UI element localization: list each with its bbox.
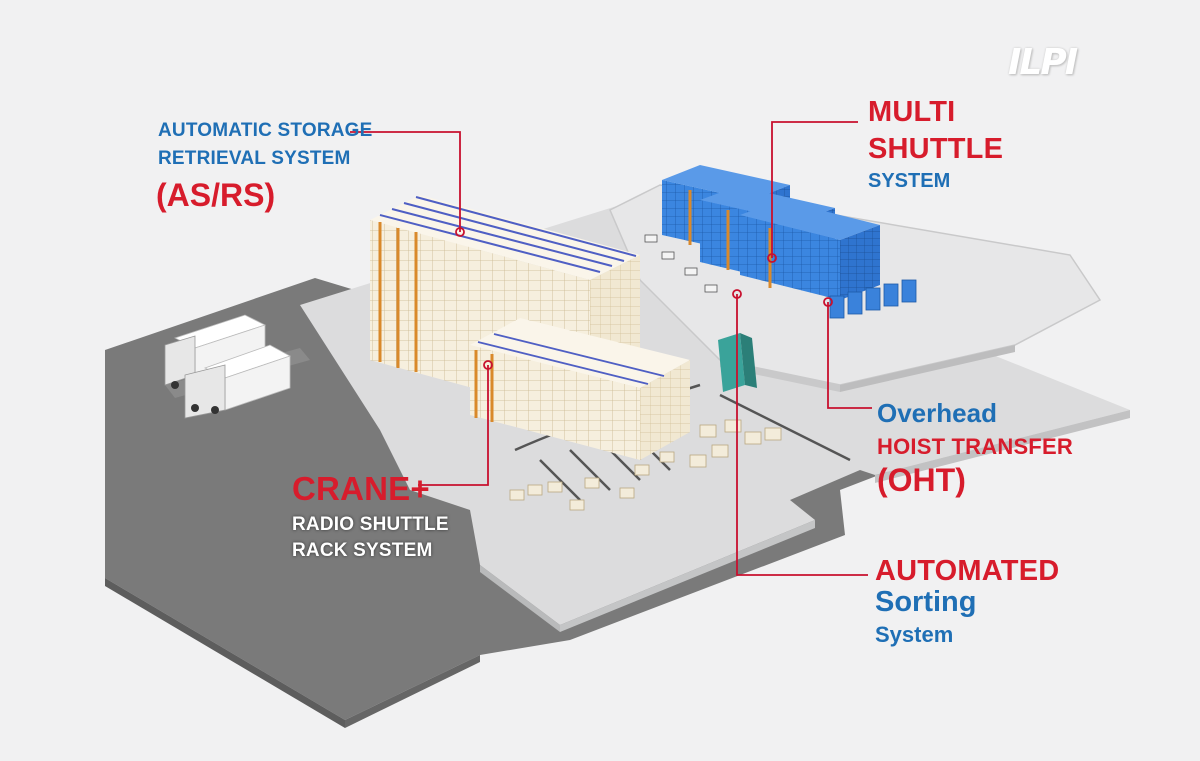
crane-label-line3: RACK SYSTEM (292, 540, 433, 562)
oht-label-line2: HOIST TRANSFER (877, 434, 1073, 460)
oht-label-line3: (OHT) (877, 462, 966, 499)
multi-shuttle-label-line1: MULTI (868, 96, 955, 129)
sorting-label-line2: Sorting (875, 586, 977, 619)
crane-label-line2: RADIO SHUTTLE (292, 514, 449, 536)
company-logo: ILPI (1008, 42, 1076, 83)
sorting-label-line1: AUTOMATED (875, 555, 1059, 588)
asrs-label-line2: RETRIEVAL SYSTEM (158, 148, 351, 170)
crane-label-line1: CRANE+ (292, 470, 430, 508)
oht-label-line1: Overhead (877, 398, 997, 429)
multi-shuttle-label-line3: SYSTEM (868, 170, 950, 193)
asrs-label-line1: AUTOMATIC STORAGE (158, 120, 373, 142)
asrs-label-line3: (AS/RS) (156, 177, 275, 214)
sorting-label-line3: System (875, 622, 953, 648)
multi-shuttle-label-line2: SHUTTLE (868, 133, 1003, 166)
